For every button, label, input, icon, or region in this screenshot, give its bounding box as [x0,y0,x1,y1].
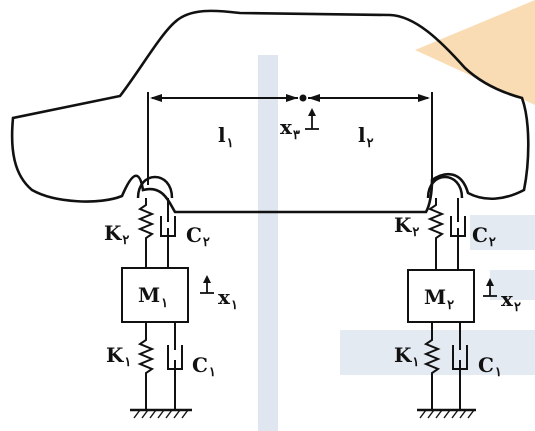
label-right-c-lower: C۱ [478,353,502,380]
label-right-mass: M۲ [424,285,454,313]
left-ground-hatch [133,409,189,419]
left-upper-spring [137,198,155,268]
right-mass-box [407,269,475,323]
right-ground-hatch [419,409,475,419]
watermark-logo [258,0,535,431]
left-tire-top [136,175,174,199]
label-l2: l۲ [358,123,374,151]
left-suspension [121,198,214,419]
label-right-k-upper: K۲ [394,213,419,240]
right-tire-top [426,175,464,199]
car-body-outline [10,9,530,214]
label-l1: l۱ [218,123,234,151]
label-left-k-upper: K۲ [104,221,129,248]
label-x3: x۳ [280,115,300,143]
right-suspension [407,198,497,419]
right-lower-spring [423,322,441,410]
right-upper-spring [427,198,445,270]
label-right-k-lower: K۱ [394,343,419,370]
label-left-x: x۱ [218,285,238,313]
label-left-mass: M۱ [138,283,168,311]
label-left-c-lower: C۱ [192,353,216,380]
x3-arrow [305,108,319,130]
left-lower-spring [137,322,155,410]
left-mass-box [121,267,189,323]
label-left-k-lower: K۱ [106,343,131,370]
label-right-x: x۲ [501,287,521,315]
label-right-c-upper: C۲ [472,223,496,250]
dimension-lines [147,92,433,185]
label-left-c-upper: C۲ [186,223,210,250]
